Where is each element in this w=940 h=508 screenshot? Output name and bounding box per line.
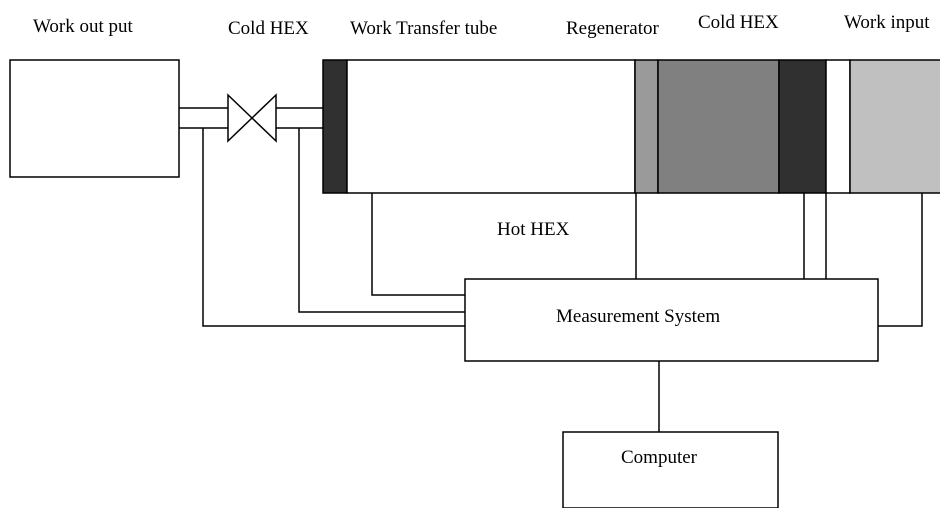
work-output-box <box>9 59 180 178</box>
signal-line-pipe-right <box>298 128 465 313</box>
regenerator-block <box>657 59 780 194</box>
work-output-label: Work out put <box>33 16 134 37</box>
computer-label: Computer <box>621 447 698 468</box>
cold-hex-left-label: Cold HEX <box>228 18 309 39</box>
cold-hex-right-block <box>778 59 827 194</box>
work-transfer-tube-block <box>346 59 636 194</box>
hot-hex-label: Hot HEX <box>497 219 570 240</box>
signal-line-work-input <box>878 193 923 327</box>
valve-icon <box>227 93 277 143</box>
work-transfer-tube-label: Work Transfer tube <box>350 18 497 39</box>
cold-hex-left-block <box>322 59 348 194</box>
signal-line-tube <box>371 193 465 296</box>
measurement-system-label: Measurement System <box>556 306 720 327</box>
computer-box <box>562 431 779 508</box>
engine-tube <box>322 59 940 194</box>
gap-block <box>825 59 851 194</box>
work-input-label: Work input <box>844 12 930 33</box>
cold-hex-right-label: Cold HEX <box>698 12 779 33</box>
signal-line-pipe-left <box>202 128 465 327</box>
regenerator-label: Regenerator <box>566 18 660 39</box>
regenerator-light-block <box>634 59 659 194</box>
work-input-block <box>849 59 940 194</box>
measurement-system-box <box>464 278 879 362</box>
